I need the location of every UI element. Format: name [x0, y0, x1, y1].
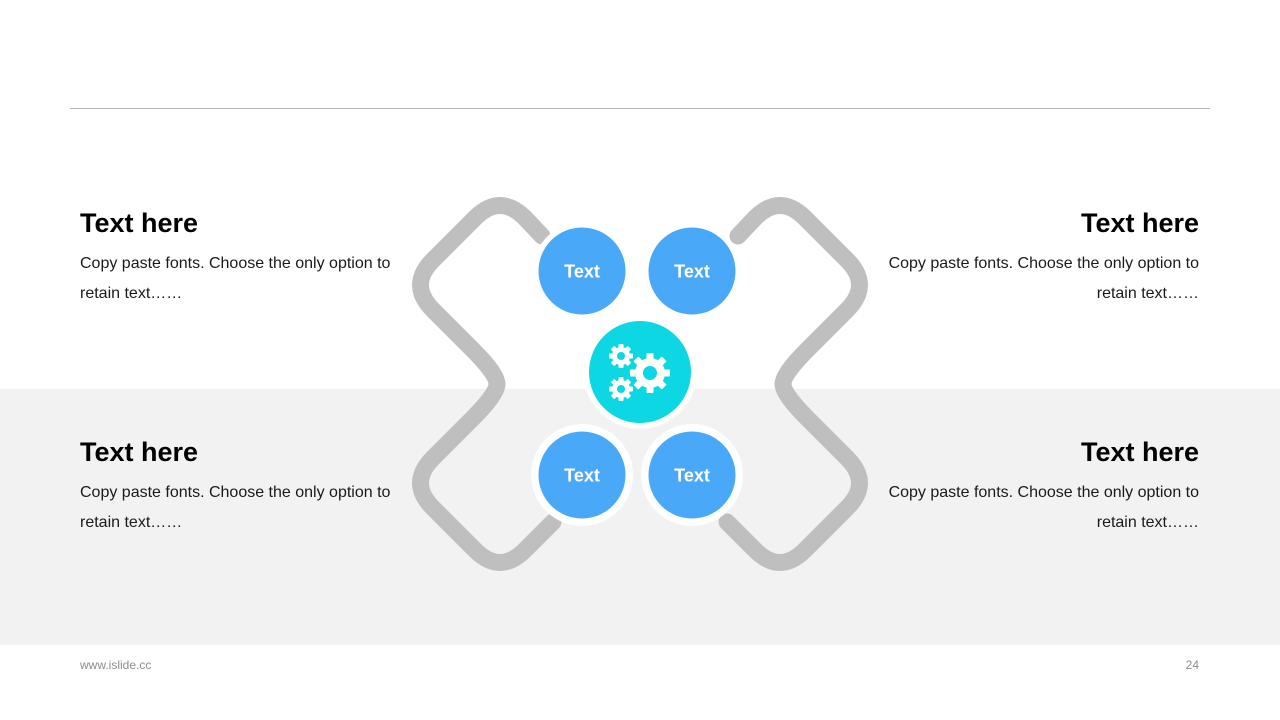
page-number: 24	[1185, 658, 1199, 672]
block-body: Copy paste fonts. Choose the only option…	[80, 484, 391, 531]
bubble-label: Text	[564, 262, 600, 282]
text-block-bottom-left: Text here Copy paste fonts. Choose the o…	[80, 436, 410, 537]
block-body: Copy paste fonts. Choose the only option…	[888, 255, 1199, 302]
block-title: Text here	[80, 208, 199, 238]
connector-bands	[412, 197, 868, 571]
footer-website: www.islide.cc	[80, 658, 152, 672]
bubble-top-left: Text	[533, 222, 631, 320]
hub	[583, 315, 697, 429]
block-body: Copy paste fonts. Choose the only option…	[888, 484, 1199, 531]
bubble-top-right: Text	[643, 222, 741, 320]
bubble-bottom-right: Text	[641, 424, 743, 526]
block-title: Text here	[1080, 208, 1199, 238]
bubble-label: Text	[674, 466, 710, 486]
block-body: Copy paste fonts. Choose the only option…	[80, 255, 391, 302]
block-title: Text here	[1080, 437, 1199, 467]
block-title: Text here	[80, 437, 199, 467]
top-divider	[70, 108, 1210, 109]
right-connector	[718, 197, 868, 571]
bubble-label: Text	[564, 466, 600, 486]
background-band	[0, 389, 1280, 645]
gears-icon	[609, 344, 670, 401]
bubble-label: Text	[674, 262, 710, 282]
text-block-top-left: Text here Copy paste fonts. Choose the o…	[80, 207, 410, 308]
text-block-bottom-right: Text here Copy paste fonts. Choose the o…	[869, 436, 1199, 537]
bubble-bottom-left: Text	[531, 424, 633, 526]
text-block-top-right: Text here Copy paste fonts. Choose the o…	[869, 207, 1199, 308]
left-connector	[412, 197, 562, 571]
